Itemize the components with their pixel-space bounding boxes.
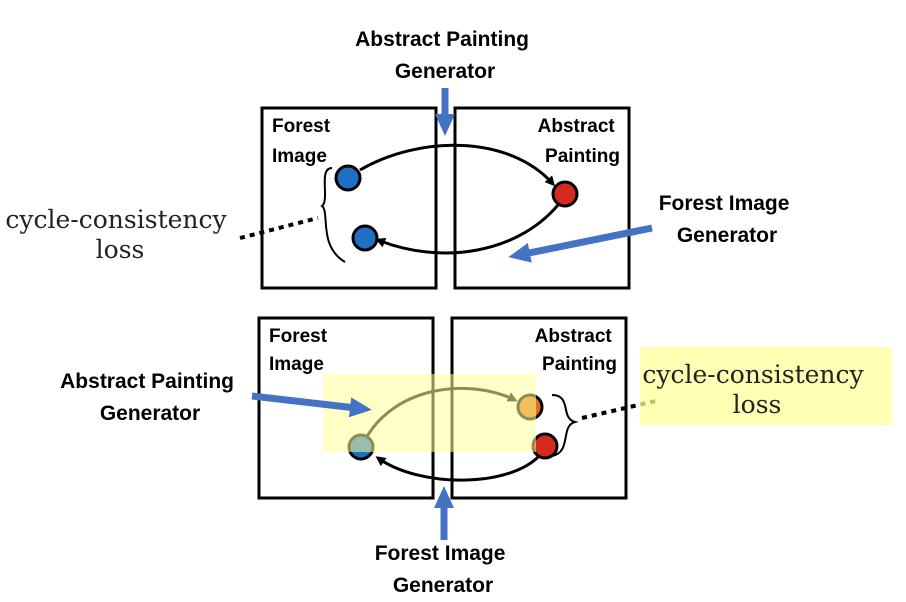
bottom-red-dot-original bbox=[531, 432, 559, 460]
top-blue-dot-reconstructed bbox=[351, 224, 379, 252]
top-forest-image-label: Forest Image bbox=[272, 116, 335, 167]
bottom-loss-dotted-line bbox=[581, 398, 661, 420]
bottom-forest-generator-label: Forest Image Generator bbox=[375, 542, 512, 597]
top-red-dot bbox=[551, 180, 579, 208]
bottom-abstract-generator-label: Abstract Painting Generator bbox=[60, 370, 240, 425]
top-loss-brace bbox=[320, 167, 346, 263]
top-forward-curve bbox=[359, 143, 555, 187]
bottom-loss-highlight bbox=[640, 347, 892, 425]
bottom-backward-curve bbox=[375, 453, 542, 482]
bottom-abstract-generator-arrow bbox=[251, 392, 372, 418]
top-abstract-painting-box bbox=[453, 106, 631, 290]
top-blue-dot-original bbox=[334, 164, 362, 192]
bottom-forest-image-label: Forest Image bbox=[269, 326, 332, 375]
top-loss-dotted-line bbox=[239, 216, 319, 240]
bottom-abstract-painting-label: Abstract Painting bbox=[535, 326, 617, 375]
top-abstract-generator-label: Abstract Painting Generator bbox=[355, 28, 535, 83]
bottom-loss-brace bbox=[551, 394, 579, 457]
top-loss-label: cycle-consistency loss bbox=[5, 205, 234, 264]
top-panel: Forest Image Abstract Painting cycle-con… bbox=[5, 28, 796, 290]
top-backward-curve bbox=[375, 199, 564, 255]
top-forest-generator-label: Forest Image Generator bbox=[659, 192, 796, 247]
top-forest-generator-arrow bbox=[508, 224, 653, 263]
top-abstract-painting-label: Abstract Painting bbox=[538, 116, 620, 167]
bottom-panel: Forest Image Abstract Painting cycle-con… bbox=[60, 316, 892, 597]
bottom-forward-highlight bbox=[323, 374, 536, 452]
bottom-loss-label: cycle-consistency loss bbox=[642, 360, 871, 419]
top-forest-image-box bbox=[260, 106, 438, 290]
